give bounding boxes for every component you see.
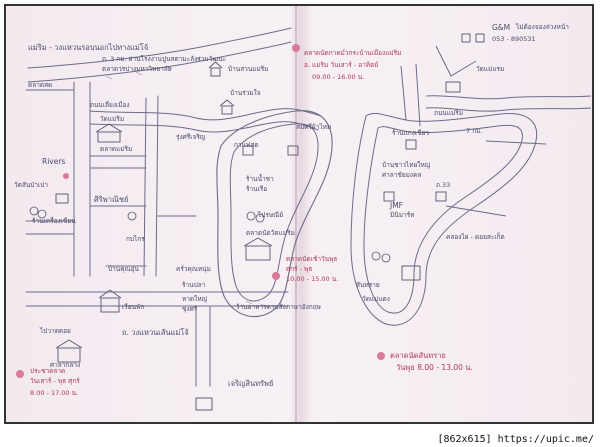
right-days-label: วันพุธ 8.00 - 13.00 น. <box>396 363 473 372</box>
rivers-label: Rivers <box>42 157 66 166</box>
gm-tel-label: 053 - 890531 <box>492 35 536 43</box>
kn-market-label: ตลาดนัดเช้าวันพุธ <box>286 255 338 263</box>
top-road-label: แม่ริม - วงแหวนรอบนอกไปทางแม่โจ้ <box>28 43 149 52</box>
map-scan: แม่ริม - วงแหวนรอบนอกไปทางแม่โจ้ ถ. 3 กม… <box>4 4 594 424</box>
map-drawing <box>6 6 592 422</box>
bang-label: บ้านชาวไทยใหญ่ <box>382 161 431 169</box>
jaroen-label: เจริญสินทรัพย์ <box>228 379 274 388</box>
road-upper-label: ถ. 3 กม. ผ่านโรงงานปูนสตามะลังร่วมวัฒนะ <box>102 55 227 63</box>
tree-icons <box>29 206 391 263</box>
ban-ruam-label: บ้านร่วมใจ <box>230 89 261 97</box>
tea-label: ร้านน้ำชา <box>246 175 274 183</box>
hatyai-label: หาดใหญ่ <box>182 295 208 303</box>
top-road-upper-edge <box>27 27 292 69</box>
road-left-label: ถนนเลี่ยงเมือง <box>90 101 130 109</box>
right-loop-road <box>350 112 538 326</box>
left-day-label: วันเสาร์ - พุธ ศุกร์ <box>30 377 80 385</box>
top-road-lower-edge <box>27 41 292 83</box>
kn-time-label: 10.00 - 15.00 น. <box>286 275 339 283</box>
road-33-label: ถ.33 <box>436 181 451 189</box>
temple-r-label: วัดแม่แตง <box>362 295 390 303</box>
jungsri-label: ชุงศรี <box>182 305 198 313</box>
jmf-sub-label: มินิมาร์ท <box>390 211 415 219</box>
wat-right-label: วัดแม่แรม <box>476 65 505 73</box>
building-icons <box>55 33 485 411</box>
rung-sri-label: รุ่งศรีเจริญ <box>176 133 206 141</box>
kilo-label: 7 กม. <box>466 127 483 135</box>
ban-kun-label: บ้านคุณอุ่น <box>108 265 139 273</box>
gm-sub-label: ไม่ต้องจองล่วงหน้า <box>516 23 569 31</box>
right-page-roads <box>350 45 592 326</box>
market-mae-rim-label: ตลาดแม่ริม <box>100 145 133 153</box>
center-days-label: อ. แม่ริม วันเสาร์ - อาทิตย์ <box>304 61 379 69</box>
go-do-label: ไปวาดดอย <box>40 327 71 335</box>
center-time-label: 09.00 - 16.00 น. <box>312 73 365 81</box>
sipan-label: ศิริพาณิชย์ <box>94 195 129 204</box>
jmf-label: JMF <box>390 201 403 210</box>
eng-road-label: ร้านอาหารตามสั่งภาษาอังกฤษ <box>236 303 321 311</box>
paper-background <box>6 6 592 422</box>
sala-label: ศาลากลาง <box>50 361 81 369</box>
khrua-kun-label: ครัวคุณหนุ่ม <box>176 265 211 273</box>
road-upper2-label: ตลาดวรปางมหาวิทยาลัย <box>102 65 172 73</box>
lake-label: ร้านเครื่องเขียน <box>32 217 76 225</box>
post-label: ไปรษณีย์ <box>258 211 284 219</box>
central-ring-road-inner <box>229 123 319 302</box>
left-market-label: ประชาตลาด <box>30 367 66 375</box>
road-bottom-label: ถ. วงแหวนเส้นแม่โจ้ <box>122 328 189 337</box>
gm-label: G&M <box>492 23 511 32</box>
lodge-label: ร้านแกงเขียว <box>392 129 430 137</box>
sanpatong-label: สันทราย <box>356 281 380 289</box>
left-page-roads <box>25 27 322 387</box>
center-market-label: ตลาดนัดกาดมั่วกระบ้านเมืองแม่ริม <box>304 49 402 57</box>
khlong-label: คลองไผ่ - ดอยสะเก็ด <box>446 233 505 241</box>
kop-krai-label: กบไกร <box>126 235 145 243</box>
ban-suan-label: บ้านสวนแม่ริม <box>228 65 269 73</box>
ruea-label: ร้านเรือ <box>246 185 268 193</box>
market-markers <box>16 44 385 378</box>
kn-days-label: ศุกร์ - พุธ <box>286 265 313 273</box>
fish-shop-label: ร้านปลา <box>182 281 206 289</box>
wat-san-label: วัดสันป่าเปา <box>14 181 49 189</box>
right-market-label: ตลาดนัดสันทราย <box>390 351 446 360</box>
somsri-label: สมศรีผ้าไหม <box>296 123 332 131</box>
image-credit: [862x615] https://upic.me/ <box>435 434 596 445</box>
left-time-label: 8.00 - 17.00 น. <box>30 389 79 397</box>
road-hatching <box>105 57 268 308</box>
central-ring-road-outer <box>216 110 333 318</box>
mae-rim-market-label: ตลาดนัดวัดแม่ริม <box>246 229 295 237</box>
kampa-label: กาแฟสด <box>234 141 259 149</box>
mueang-label: เรือนพัก <box>122 303 145 311</box>
rd-right-label: ถนนแม่ริม <box>434 109 464 117</box>
market-left-label: ตลาดสด <box>28 81 53 89</box>
chai-label: ศาลาชัยมงคล <box>382 171 422 179</box>
temple-label: วัดแม่ริม <box>100 115 125 123</box>
